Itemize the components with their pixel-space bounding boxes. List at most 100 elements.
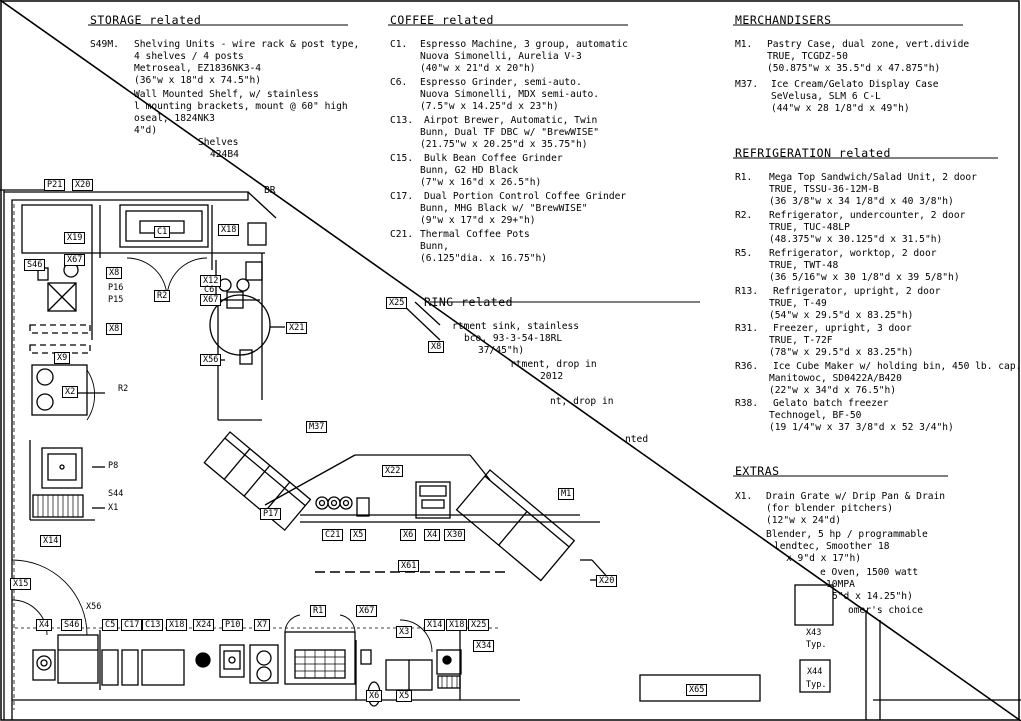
item-line: 424B4 [210, 149, 239, 160]
item-code: M37. [735, 79, 759, 90]
item-line: 4 shelves / 4 posts [134, 51, 244, 62]
extras-section-title: EXTRAS [735, 464, 780, 478]
item-code: R2. [735, 210, 753, 221]
item-line: oseal, 1824NK3 [134, 113, 215, 124]
item-line: TRUE, T-72F [769, 335, 833, 346]
tag-x4-b: X4 [36, 619, 53, 631]
tag-x30: X30 [444, 529, 466, 541]
tag-x6: X6 [400, 529, 417, 541]
item-line: TRUE, TUC-48LP [769, 222, 850, 233]
item-line: Blender, 5 hp / programmable [766, 529, 928, 540]
item-line: Ice Cream/Gelato Display Case [771, 79, 939, 90]
item-line: Gelato batch freezer [773, 398, 889, 409]
tag-p21: P21 [44, 179, 66, 191]
tag-x18: X18 [218, 224, 240, 236]
tag-s46-b: S46 [61, 619, 83, 631]
item-line: lendtec, Smoother 18 [774, 541, 890, 552]
refrig-item-r2: R2. Refrigerator, undercounter, 2 door T… [735, 210, 1015, 250]
item-code: C13. [390, 115, 414, 126]
item-line: Shelves [198, 137, 239, 148]
item-line: Bunn, MHG Black w/ "BrewWISE" [420, 203, 588, 214]
refrig-item-r5: R5. Refrigerator, worktop, 2 door TRUE, … [735, 248, 1015, 288]
item-line: Thermal Coffee Pots [420, 229, 530, 240]
tag-x8-c: X8 [428, 341, 445, 353]
refrig-item-r1: R1. Mega Top Sandwich/Salad Unit, 2 door… [735, 172, 1015, 212]
tag-s46: S46 [24, 259, 46, 271]
tag-p16: P16 [108, 283, 124, 293]
item-line: (21.75"w x 20.25"d x 35.75"h) [420, 139, 588, 150]
merch-item-m37: M37. Ice Cream/Gelato Display Case SeVel… [735, 79, 1005, 119]
tag-x12: X12 [200, 275, 222, 287]
coffee-item-c13: C13. Airpot Brewer, Automatic, Twin Bunn… [390, 115, 630, 155]
item-line: omer's choice [848, 605, 924, 616]
tag-x67: X67 [64, 254, 86, 266]
item-line: Ice Cube Maker w/ holding bin, 450 lb. c… [773, 361, 1021, 372]
tag-c13: C13 [142, 619, 164, 631]
item-line: Mega Top Sandwich/Salad Unit, 2 door [769, 172, 977, 183]
tag-x20-b: X20 [596, 575, 618, 587]
tag-c6: C6 [204, 285, 215, 295]
item-line: Refrigerator, undercounter, 2 door [769, 210, 966, 221]
item-line: TRUE, TCGDZ-50 [767, 51, 848, 62]
coffee-item-c15: C15. Bulk Bean Coffee Grinder Bunn, G2 H… [390, 153, 630, 193]
extras-item-oven: e Oven, 1500 watt 10MPA 5"d x 14.25"h) [820, 567, 960, 607]
tag-c17: C17 [121, 619, 143, 631]
tag-x21: X21 [286, 322, 308, 334]
storage-item-shelves: Shelves 424B4 [198, 137, 298, 163]
tag-p8: P8 [108, 461, 119, 471]
item-code: C1. [390, 39, 408, 50]
item-line: (40"w x 21"d x 20"h) [420, 63, 536, 74]
tag-p10: P10 [222, 619, 244, 631]
extras-item-customer: omer's choice [848, 605, 948, 619]
tag-x34: X34 [473, 640, 495, 652]
item-line: x 9"d x 17"h) [786, 553, 862, 564]
item-line: rtment sink, stainless [452, 321, 580, 332]
refrig-item-r38: R38. Gelato batch freezer Technogel, BF-… [735, 398, 1015, 438]
storage-item-fragment: BR [264, 185, 294, 199]
extras-item-blender: Blender, 5 hp / programmable lendtec, Sm… [766, 529, 966, 569]
item-line: Nuova Simonelli, MDX semi-auto. [420, 89, 600, 100]
tag-p17: P17 [260, 508, 282, 520]
tag-r2: R2 [118, 384, 129, 394]
coffee-section-title: COFFEE related [390, 13, 494, 27]
item-line: (6.125"dia. x 16.75"h) [420, 253, 548, 264]
item-line: TRUE, TSSU-36-12M-B [769, 184, 879, 195]
item-code: R36. [735, 361, 759, 372]
tag-x19: X19 [64, 232, 86, 244]
item-line: (48.375"w x 30.125"d x 31.5"h) [769, 234, 943, 245]
item-line: (36 5/16"w x 30 1/8"d x 39 5/8"h) [769, 272, 960, 283]
plumbing-item-dropin: rtment, drop in 2012 [510, 359, 610, 385]
typ-label: Typ. [806, 640, 827, 650]
plumbing-item-dropin-2: nt, drop in [550, 396, 630, 410]
coffee-item-c17: C17. Dual Portion Control Coffee Grinder… [390, 191, 630, 231]
tag-x6-b: X6 [366, 690, 383, 702]
item-line: Pastry Case, dual zone, vert.divide [767, 39, 970, 50]
coffee-item-c6: C6. Espresso Grinder, semi-auto. Nuova S… [390, 77, 630, 117]
coffee-item-c21: C21. Thermal Coffee Pots Bunn, (6.125"di… [390, 229, 630, 269]
tag-r1: R1 [310, 605, 327, 617]
storage-item-wall-shelf: Wall Mounted Shelf, w/ stainless l mount… [134, 89, 364, 139]
item-line: (12"w x 24"d) [766, 515, 842, 526]
item-line: (22"w x 34"d x 76.5"h) [769, 385, 897, 396]
item-code: R13. [735, 286, 759, 297]
tag-x67-b: X67 [200, 294, 222, 306]
tag-x56-b: X56 [86, 602, 102, 612]
item-line: (9"w x 17"d x 29+"h) [420, 215, 536, 226]
tag-x1: X1 [108, 503, 119, 513]
item-line: Bunn, Dual TF DBC w/ "BrewWISE" [420, 127, 600, 138]
item-line: Bunn, G2 HD Black [420, 165, 519, 176]
refrig-item-r36: R36. Ice Cube Maker w/ holding bin, 450 … [735, 361, 1021, 401]
item-line: bco, 93-3-54-18RL [464, 333, 563, 344]
item-line: (78"w x 29.5"d x 83.25"h) [769, 347, 914, 358]
item-code: C17. [390, 191, 414, 202]
item-line: Dual Portion Control Coffee Grinder [424, 191, 627, 202]
tag-x2: X2 [62, 386, 79, 398]
item-line: Refrigerator, upright, 2 door [773, 286, 941, 297]
tag-c1: C1 [154, 226, 171, 238]
item-line: nted [625, 434, 649, 445]
item-line: TRUE, T-49 [769, 298, 827, 309]
refrig-item-r31: R31. Freezer, upright, 3 door TRUE, T-72… [735, 323, 1015, 363]
item-line: BR [264, 185, 276, 196]
